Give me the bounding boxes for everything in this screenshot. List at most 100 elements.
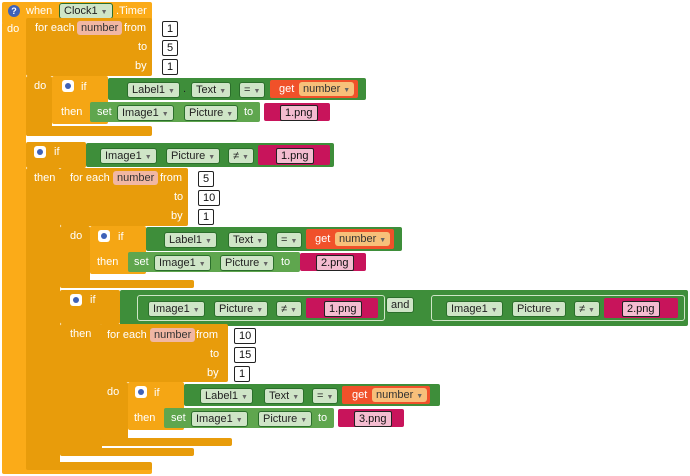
mutator-gear-icon[interactable] — [34, 146, 46, 158]
from-value[interactable]: 1 — [162, 21, 179, 37]
by-label: by — [207, 367, 219, 379]
get-variable-dropdown[interactable]: number▼ — [372, 388, 428, 402]
from-label: from — [160, 172, 182, 184]
from-value[interactable]: 5 — [198, 171, 215, 187]
for-each-loop-3-body — [100, 382, 128, 440]
text-value[interactable]: 3.png — [354, 411, 392, 427]
component-dropdown[interactable]: Label1▼ — [164, 232, 217, 248]
component-dropdown[interactable]: Image1▼ — [100, 148, 157, 164]
if-block-4-footer — [60, 448, 194, 456]
component-dropdown[interactable]: Image1▼ — [117, 105, 174, 121]
from-value[interactable]: 10 — [234, 328, 257, 344]
get-variable-dropdown[interactable]: number▼ — [335, 232, 391, 246]
text-value[interactable]: 2.png — [622, 301, 660, 317]
by-value[interactable]: 1 — [234, 366, 251, 382]
component-dropdown[interactable]: Image1▼ — [154, 255, 211, 271]
mutator-gear-icon[interactable] — [62, 80, 74, 92]
component-dropdown[interactable]: Label1▼ — [200, 388, 253, 404]
operator-dropdown[interactable]: ≠▼ — [228, 148, 254, 164]
property-dropdown[interactable]: Picture▼ — [512, 301, 567, 317]
event-suffix: .Timer — [116, 5, 147, 17]
event-component-dropdown[interactable]: Clock1▼ — [59, 3, 113, 19]
loop-do-label: do — [34, 80, 47, 92]
component-dropdown[interactable]: Image1▼ — [191, 411, 248, 427]
from-label: from — [124, 22, 146, 34]
component-dropdown[interactable]: Image1▼ — [446, 301, 503, 317]
event-block-body[interactable] — [2, 22, 26, 472]
property-dropdown[interactable]: Picture▼ — [166, 148, 221, 164]
loop-variable-name[interactable]: number — [77, 21, 123, 35]
for-each-loop-2-body — [60, 226, 90, 284]
for-each-loop-1-footer — [26, 126, 152, 136]
to-label: to — [138, 41, 148, 53]
property-dropdown[interactable]: Text▼ — [228, 232, 269, 248]
then-label: then — [70, 328, 92, 340]
for-each-label: for each — [35, 22, 75, 34]
by-label: by — [135, 60, 147, 72]
set-to-label: to — [318, 412, 328, 424]
text-value[interactable]: 1.png — [280, 105, 318, 121]
if-block-4-body — [60, 324, 102, 454]
by-value[interactable]: 1 — [198, 209, 215, 225]
property-dropdown[interactable]: Picture▼ — [258, 411, 313, 427]
to-value[interactable]: 10 — [198, 190, 221, 206]
get-label: get — [279, 83, 295, 95]
if-label: if — [81, 81, 87, 93]
if-label: if — [154, 387, 160, 399]
loop-do-label: do — [70, 230, 83, 242]
if-label: if — [54, 146, 60, 158]
property-dropdown[interactable]: Text▼ — [264, 388, 305, 404]
by-value[interactable]: 1 — [162, 59, 179, 75]
set-to-label: to — [281, 256, 291, 268]
text-value[interactable]: 1.png — [276, 148, 314, 164]
set-to-label: to — [244, 106, 254, 118]
for-each-label: for each — [70, 172, 110, 184]
to-value[interactable]: 15 — [234, 347, 257, 363]
for-each-loop-3-footer — [100, 438, 232, 446]
mutator-gear-icon[interactable] — [135, 386, 147, 398]
property-dropdown[interactable]: Text▼ — [191, 82, 232, 98]
loop-do-label: do — [107, 386, 120, 398]
for-each-loop-2-footer — [60, 280, 194, 288]
to-label: to — [210, 348, 220, 360]
operator-dropdown[interactable]: =▼ — [312, 388, 339, 404]
operator-dropdown[interactable]: ≠▼ — [276, 301, 302, 317]
text-value[interactable]: 2.png — [316, 255, 354, 271]
get-variable-dropdown[interactable]: number▼ — [299, 82, 355, 96]
then-label: then — [34, 172, 56, 184]
property-dropdown[interactable]: Picture▼ — [184, 105, 239, 121]
and-operator-dropdown[interactable]: and — [386, 297, 415, 313]
set-label: set — [171, 412, 186, 424]
by-label: by — [171, 210, 183, 222]
property-dropdown[interactable]: Picture▼ — [214, 301, 269, 317]
property-dropdown[interactable]: Picture▼ — [220, 255, 275, 271]
when-label: when — [26, 5, 53, 17]
from-label: from — [196, 329, 218, 341]
component-dropdown[interactable]: Label1▼ — [127, 82, 180, 98]
then-label: then — [134, 412, 156, 424]
if-block-2-footer — [26, 462, 152, 470]
then-label: then — [61, 106, 83, 118]
mutator-gear-icon[interactable] — [70, 294, 82, 306]
event-do-label: do — [7, 23, 20, 35]
operator-dropdown[interactable]: =▼ — [276, 232, 303, 248]
if-label: if — [90, 294, 96, 306]
set-label: set — [97, 106, 112, 118]
text-value[interactable]: 1.png — [324, 301, 362, 317]
loop-variable-name[interactable]: number — [113, 171, 159, 185]
loop-variable-name[interactable]: number — [150, 328, 196, 342]
to-value[interactable]: 5 — [162, 40, 179, 56]
operator-dropdown[interactable]: ≠▼ — [574, 301, 600, 317]
then-label: then — [97, 256, 119, 268]
get-label: get — [352, 389, 368, 401]
if-block-2-body — [26, 168, 60, 466]
to-label: to — [174, 191, 184, 203]
if-label: if — [118, 231, 124, 243]
operator-dropdown[interactable]: =▼ — [239, 82, 266, 98]
component-dropdown[interactable]: Image1▼ — [148, 301, 205, 317]
help-icon[interactable]: ? — [8, 5, 20, 17]
dot-separator: . — [183, 83, 187, 95]
for-each-label: for each — [107, 329, 147, 341]
mutator-gear-icon[interactable] — [98, 230, 110, 242]
set-label: set — [134, 256, 149, 268]
